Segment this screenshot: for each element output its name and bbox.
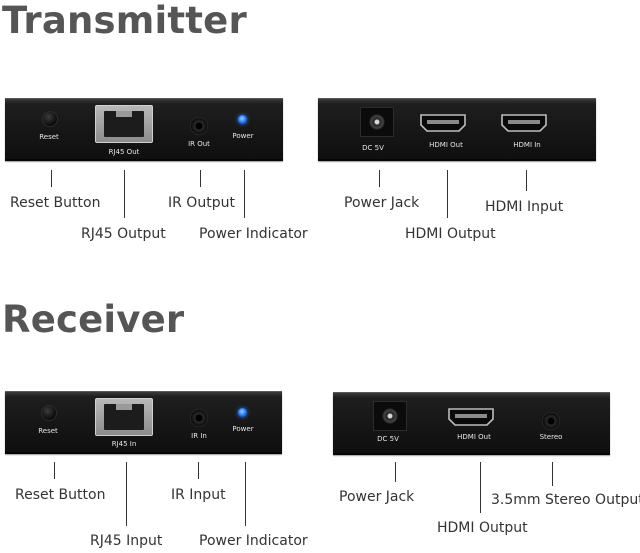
stereo-output-callout-line [552, 462, 553, 486]
rj45-port [95, 105, 153, 143]
power-led-icon [238, 408, 247, 417]
hdmi-input-callout: HDMI Input [485, 199, 564, 215]
hdmi-output-callout: HDMI Output [437, 520, 528, 536]
receiver-front-panel: Reset RJ45 In IR In Power [5, 391, 282, 454]
ir-callout-line [200, 170, 201, 187]
receiver-rear-panel: DC 5V HDMI Out Stereo [333, 392, 610, 455]
hdmi-out-port-icon [448, 408, 494, 426]
reset-panel-label: Reset [39, 133, 59, 141]
hdmi-in-port-icon [501, 114, 547, 132]
stereo-output-callout: 3.5mm Stereo Output [491, 492, 640, 508]
power-led-icon [238, 115, 247, 124]
rj45-callout: RJ45 Input [90, 533, 163, 549]
reset-callout-line [51, 170, 52, 187]
ir-panel-label: IR In [191, 432, 207, 440]
reset-button [42, 111, 58, 127]
power-jack-callout: Power Jack [344, 195, 420, 211]
transmitter-front-panel: Reset RJ45 Out IR Out Power [5, 98, 283, 161]
power-jack-callout-line [395, 462, 396, 482]
power-indicator-callout-line [244, 170, 245, 218]
power-jack-callout-line [379, 170, 380, 187]
reset-button [41, 405, 57, 421]
power-indicator-callout: Power Indicator [199, 226, 308, 242]
power-jack-callout: Power Jack [339, 489, 415, 505]
dc-power-port [373, 401, 407, 431]
ir-jack [190, 117, 208, 135]
hdmi-out-panel-label: HDMI Out [429, 141, 463, 149]
hdmi-out-panel-label: HDMI Out [457, 433, 491, 441]
hdmi-out-port-icon [420, 114, 466, 132]
ir-callout: IR Input [171, 487, 226, 503]
rj45-port [95, 398, 153, 436]
rj45-panel-label: RJ45 In [111, 440, 137, 448]
dc-panel-label: DC 5V [377, 435, 399, 443]
stereo-jack [542, 412, 560, 430]
power-indicator-callout: Power Indicator [199, 533, 308, 549]
hdmi-in-panel-label: HDMI In [513, 141, 541, 149]
power-panel-label: Power [232, 425, 254, 433]
stereo-panel-label: Stereo [539, 433, 563, 441]
reset-callout: Reset Button [15, 487, 106, 503]
power-panel-label: Power [232, 132, 254, 140]
hdmi-output-callout-line [447, 170, 448, 218]
rj45-callout-line [124, 170, 125, 218]
hdmi-input-callout-line [526, 170, 527, 191]
reset-callout-line [54, 462, 55, 479]
receiver-heading: Receiver [2, 298, 185, 341]
reset-panel-label: Reset [38, 427, 58, 435]
dc-power-port [360, 107, 394, 137]
ir-callout: IR Output [168, 195, 235, 211]
dc-panel-label: DC 5V [362, 144, 384, 152]
hdmi-output-callout: HDMI Output [405, 226, 496, 242]
rj45-callout-line [126, 462, 127, 526]
ir-panel-label: IR Out [188, 140, 210, 148]
reset-callout: Reset Button [10, 195, 101, 211]
transmitter-heading: Transmitter [2, 0, 247, 42]
hdmi-output-callout-line [480, 462, 481, 513]
rj45-callout: RJ45 Output [81, 226, 166, 242]
power-indicator-callout-line [245, 462, 246, 526]
transmitter-rear-panel: DC 5V HDMI Out HDMI In [318, 98, 596, 161]
ir-callout-line [198, 462, 199, 479]
ir-jack [190, 409, 208, 427]
rj45-panel-label: RJ45 Out [108, 148, 140, 156]
